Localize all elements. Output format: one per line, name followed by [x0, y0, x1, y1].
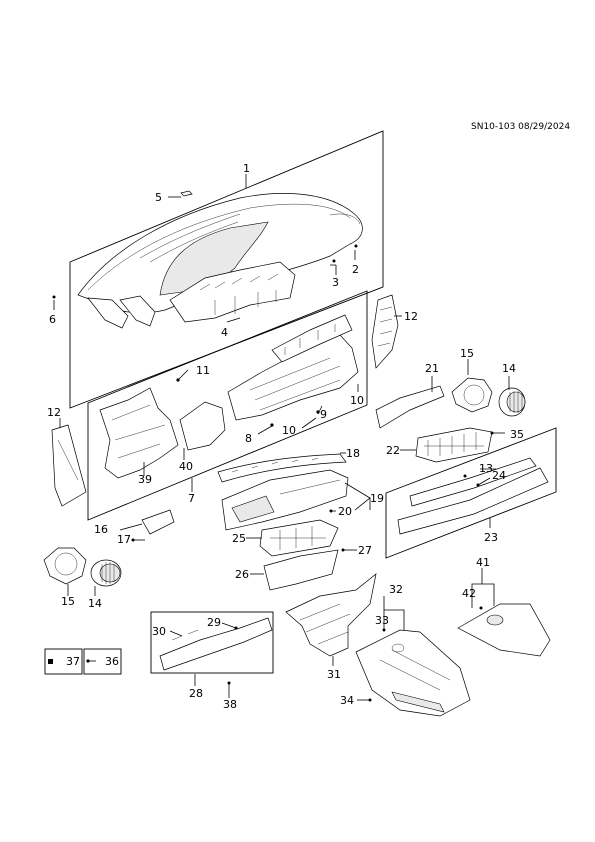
instrument-panel-part: [77, 193, 363, 329]
callout-10-lower: 10: [282, 424, 296, 437]
callout-32: 32: [389, 583, 403, 596]
callout-24: 24: [492, 469, 506, 482]
part-14-vent-outlet-right: [498, 387, 526, 417]
callout-3: 3: [332, 276, 339, 289]
callout-23: 23: [484, 531, 498, 544]
legend-symbol-filled: [48, 659, 53, 664]
callout-36: 36: [105, 655, 119, 668]
part-23-trim-plate: [397, 457, 549, 535]
callout-1: 1: [243, 162, 250, 175]
callout-12-right: 12: [404, 310, 418, 323]
part-21-trim-bezel: [375, 385, 445, 429]
part-22-control-panel: [415, 427, 493, 463]
callout-31: 31: [327, 668, 341, 681]
part-25-switch-panel: [259, 519, 339, 557]
part-13-clip: [463, 474, 467, 478]
lower-panel-group-frame: [87, 290, 368, 521]
part-28-trim-kit: [159, 617, 273, 671]
callout-26: 26: [235, 568, 249, 581]
callout-7: 7: [188, 492, 195, 505]
callout-14-right: 14: [502, 362, 516, 375]
callout-9: 9: [320, 408, 327, 421]
callout-17: 17: [117, 533, 131, 546]
legend-box-36: [83, 648, 122, 675]
callout-15-left: 15: [61, 595, 75, 608]
callout-20: 20: [338, 505, 352, 518]
callout-11: 11: [196, 364, 210, 377]
callout-42: 42: [462, 587, 476, 600]
lower-panel-parts: [99, 314, 359, 479]
trim-kit-group-frame: [150, 611, 274, 674]
part-12-left-side-cover: [51, 424, 87, 507]
document-reference: SN10-103 08/29/2024: [471, 122, 571, 132]
part-3-fastener: [332, 259, 336, 263]
part-26-storage-tray: [263, 549, 339, 591]
callout-16: 16: [94, 523, 108, 536]
callout-6: 6: [49, 313, 56, 326]
callout-25: 25: [232, 532, 246, 545]
callout-10-upper: 10: [350, 394, 364, 407]
part-6-fastener: [52, 295, 56, 299]
callout-19: 19: [370, 492, 384, 505]
part-19-cluster-bezel: [221, 469, 349, 531]
leader-lines: [53, 174, 510, 701]
callout-27: 27: [358, 544, 372, 557]
part-17-screw: [131, 538, 135, 542]
part-15-vent-housing-left: [43, 547, 87, 585]
callout-28: 28: [189, 687, 203, 700]
callout-30: 30: [152, 625, 166, 638]
part-30-trim-detail: [171, 629, 199, 641]
part-14-vent-outlet-left: [90, 559, 122, 587]
part-2-fastener: [354, 244, 358, 248]
callout-5: 5: [155, 191, 162, 204]
part-15-vent-housing-right: [451, 377, 493, 413]
callout-12-left: 12: [47, 406, 61, 419]
callout-33: 33: [375, 614, 389, 627]
callout-37: 37: [66, 655, 80, 668]
callout-2: 2: [352, 263, 359, 276]
callout-41: 41: [476, 556, 490, 569]
part-31-console-bracket: [285, 573, 377, 657]
part-18-trim-strip: [217, 453, 347, 483]
part-41-console-end-cover: [457, 603, 551, 657]
callout-21: 21: [425, 362, 439, 375]
part-12-right-side-cover: [371, 294, 399, 369]
callout-8: 8: [245, 432, 252, 445]
callout-22: 22: [386, 444, 400, 457]
callout-34: 34: [340, 694, 354, 707]
callout-15-right: 15: [460, 347, 474, 360]
part-16-switch: [141, 509, 175, 535]
callout-35: 35: [510, 428, 524, 441]
legend-box-37: [44, 648, 83, 675]
part-32-console: [355, 629, 471, 717]
callout-14-left: 14: [88, 597, 102, 610]
callout-4: 4: [221, 326, 228, 339]
callout-labels: 1 2 3 4 5 6 7 8 9 10 10 11 12 12 13 14 1…: [47, 162, 524, 711]
part-42-clip: [479, 606, 483, 610]
part-5-clip: [180, 190, 193, 197]
callout-18: 18: [346, 447, 360, 460]
legend-symbol-dot: [86, 659, 90, 663]
callout-39: 39: [138, 473, 152, 486]
trim-plate-group-frame: [385, 427, 557, 559]
callout-13: 13: [479, 462, 493, 475]
callout-40: 40: [179, 460, 193, 473]
instrument-panel-group-frame: [69, 130, 384, 409]
callout-29: 29: [207, 616, 221, 629]
callout-38: 38: [223, 698, 237, 711]
